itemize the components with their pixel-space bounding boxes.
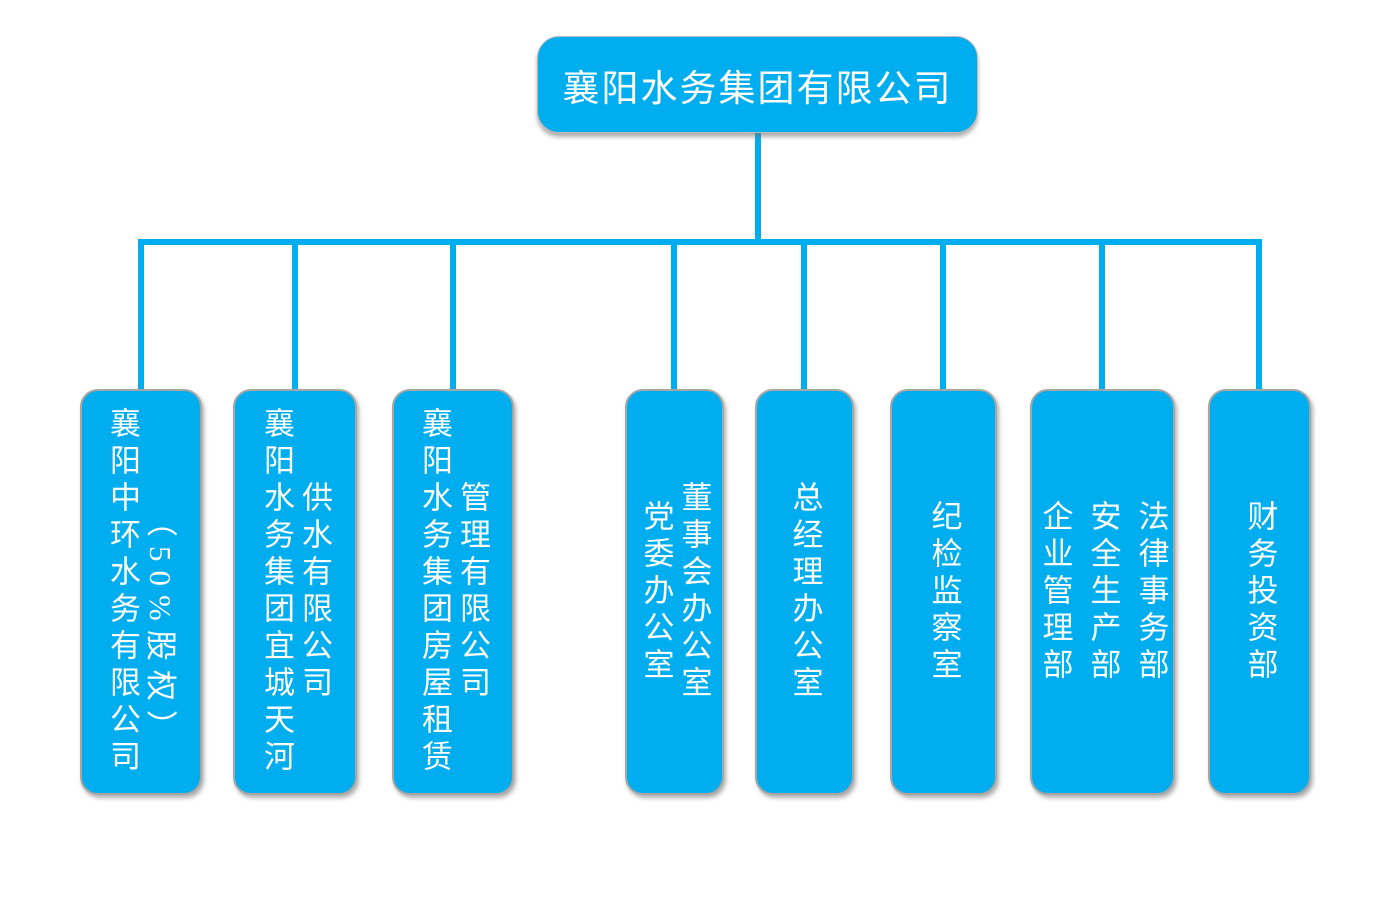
connector-drop-8 [1256, 239, 1262, 389]
connector-drop-2 [292, 239, 298, 389]
node-label-col: 安全生产部 [1085, 499, 1121, 685]
org-node-root: 襄阳水务集团有限公司 [537, 36, 978, 133]
connector-drop-3 [450, 239, 456, 389]
org-node-discipline-inspection-office: 纪检监察室 [890, 389, 997, 795]
node-equity-note: （50%股权） [143, 506, 178, 750]
node-label-col: 法律事务部 [1133, 499, 1169, 685]
org-node-general-manager-office: 总经理办公室 [755, 389, 854, 795]
connector-drop-1 [138, 239, 144, 389]
node-label-col: 总经理办公室 [787, 481, 823, 703]
node-label-col: 党委办公室 [638, 499, 674, 685]
org-node-party-board-offices: 党委办公室 董事会办公室 [625, 389, 724, 795]
node-label-col: 企业管理部 [1037, 499, 1073, 685]
org-node-finance-investment-dept: 财务投资部 [1208, 389, 1311, 795]
org-node-mgmt-safety-legal-depts: 企业管理部 安全生产部 法律事务部 [1030, 389, 1175, 795]
node-label-col: 管理有限公司 [455, 481, 490, 703]
connector-drop-4 [671, 239, 677, 389]
connector-drop-5 [801, 239, 807, 389]
org-node-zhonghuan-water: 襄阳中环水务有限公司 （50%股权） [80, 389, 202, 795]
org-node-yicheng-tianhe-water-supply: 襄阳水务集团宜城天河 供水有限公司 [233, 389, 357, 795]
node-label-col: 襄阳中环水务有限公司 [105, 407, 140, 777]
connector-drop-7 [1099, 239, 1105, 389]
node-label-col: 襄阳水务集团宜城天河 [259, 407, 294, 777]
node-label-col: 纪检监察室 [926, 499, 962, 685]
node-label-col: 董事会办公室 [676, 481, 712, 703]
node-label-col: 襄阳水务集团房屋租赁 [417, 407, 452, 777]
node-label-col: 供水有限公司 [297, 481, 332, 703]
connector-root-stem [754, 133, 761, 245]
org-node-housing-rental-mgmt: 襄阳水务集团房屋租赁 管理有限公司 [392, 389, 514, 795]
node-label-col: 财务投资部 [1242, 499, 1278, 685]
connector-bus [138, 239, 1262, 245]
root-node-label: 襄阳水务集团有限公司 [562, 68, 953, 110]
connector-drop-6 [940, 239, 946, 389]
